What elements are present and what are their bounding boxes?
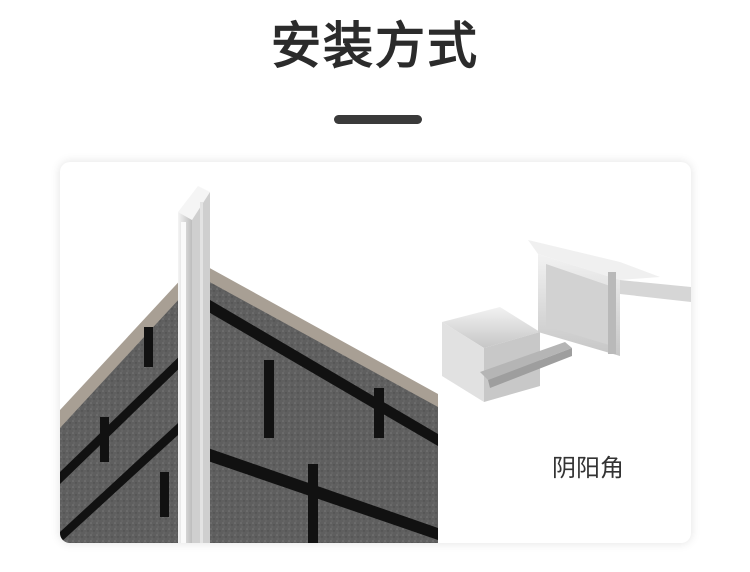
- profile-caption: 阴阳角: [552, 454, 624, 482]
- inner-corner-profile: [442, 307, 572, 402]
- installation-illustration: [60, 186, 691, 543]
- outer-corner-profile: [528, 240, 691, 356]
- title-underline: [334, 115, 422, 124]
- page-title: 安装方式: [271, 17, 479, 75]
- right-wall: [205, 266, 438, 543]
- corner-trim: [178, 186, 210, 543]
- installation-card: 阴阳角: [60, 162, 691, 543]
- left-wall: [60, 274, 193, 543]
